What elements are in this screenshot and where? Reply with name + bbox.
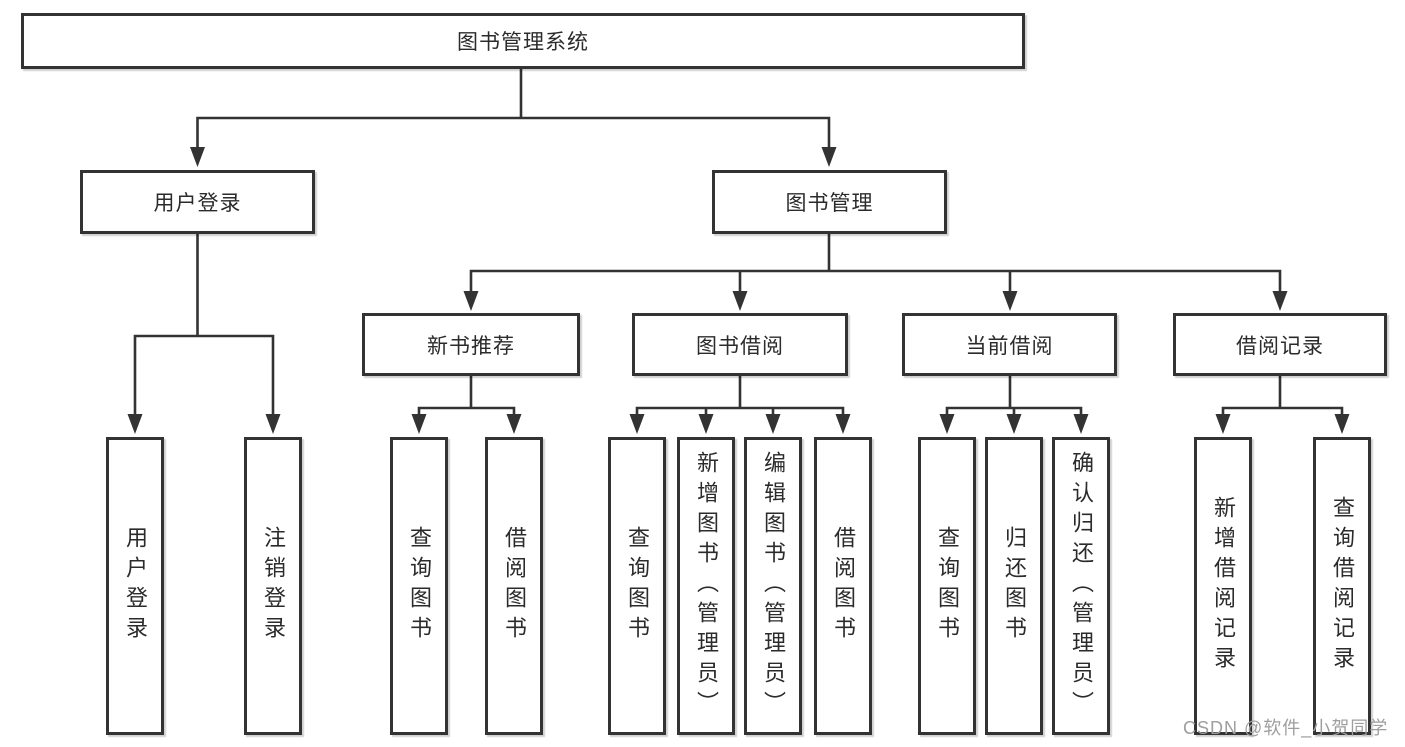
leaf-edit-books-admin-label: 编辑图书（管理员） <box>761 451 786 721</box>
leaf-user-login: 用户登录 <box>106 437 164 735</box>
node-book-borrow: 图书借阅 <box>632 313 848 376</box>
leaf-borrow-books-label: 借阅图书 <box>831 526 856 646</box>
node-root-label: 图书管理系统 <box>457 31 589 54</box>
leaf-borrow-books: 借阅图书 <box>814 437 872 735</box>
node-current-borrow-label: 当前借阅 <box>965 334 1054 358</box>
leaf-query-borrow-record: 查询借阅记录 <box>1313 437 1371 735</box>
node-user-login-label: 用户登录 <box>153 192 242 215</box>
leaf-logout: 注销登录 <box>244 437 302 735</box>
node-book-management: 图书管理 <box>712 170 947 234</box>
leaf-add-books-admin-label: 新增图书（管理员） <box>694 451 719 721</box>
connector-borrow-to-leaves <box>629 374 851 434</box>
connector-user-login-to-leaves <box>127 232 281 434</box>
node-book-management-label: 图书管理 <box>785 192 874 215</box>
leaf-query-books-recommend: 查询图书 <box>390 437 448 735</box>
connector-recommend-to-leaves <box>411 374 522 434</box>
leaf-add-borrow-record: 新增借阅记录 <box>1194 437 1252 735</box>
leaf-query-books-current-label: 查询图书 <box>935 526 960 646</box>
connector-current-to-leaves <box>939 374 1089 434</box>
leaf-logout-label: 注销登录 <box>261 526 286 646</box>
node-user-login: 用户登录 <box>80 170 315 234</box>
leaf-query-books-current: 查询图书 <box>918 437 976 735</box>
leaf-query-books-borrow: 查询图书 <box>608 437 666 735</box>
node-book-borrow-label: 图书借阅 <box>696 334 784 358</box>
leaf-return-books: 归还图书 <box>985 437 1043 735</box>
leaf-borrow-books-recommend-label: 借阅图书 <box>502 526 527 646</box>
leaf-query-borrow-record-label: 查询借阅记录 <box>1330 496 1355 676</box>
node-current-borrow: 当前借阅 <box>902 313 1117 376</box>
node-borrow-records: 借阅记录 <box>1173 313 1387 376</box>
connector-root-to-level1 <box>190 67 837 167</box>
node-new-book-recommend: 新书推荐 <box>362 313 580 376</box>
leaf-add-borrow-record-label: 新增借阅记录 <box>1211 496 1236 676</box>
leaf-user-login-label: 用户登录 <box>123 526 148 646</box>
leaf-borrow-books-recommend: 借阅图书 <box>485 437 543 735</box>
leaf-add-books-admin: 新增图书（管理员） <box>677 437 735 735</box>
leaf-query-books-recommend-label: 查询图书 <box>407 526 432 646</box>
watermark: CSDN @软件_小贺同学 <box>1183 718 1389 738</box>
leaf-edit-books-admin: 编辑图书（管理员） <box>744 437 802 735</box>
leaf-return-books-label: 归还图书 <box>1002 526 1027 646</box>
leaf-confirm-return-admin: 确认归还（管理员） <box>1052 437 1110 735</box>
connector-records-to-leaves <box>1215 374 1350 434</box>
node-new-book-recommend-label: 新书推荐 <box>427 334 515 358</box>
leaf-query-books-borrow-label: 查询图书 <box>625 526 650 646</box>
node-borrow-records-label: 借阅记录 <box>1236 334 1324 358</box>
connector-book-management-to-level2 <box>463 232 1288 311</box>
leaf-confirm-return-admin-label: 确认归还（管理员） <box>1069 451 1094 721</box>
node-root: 图书管理系统 <box>21 13 1025 69</box>
